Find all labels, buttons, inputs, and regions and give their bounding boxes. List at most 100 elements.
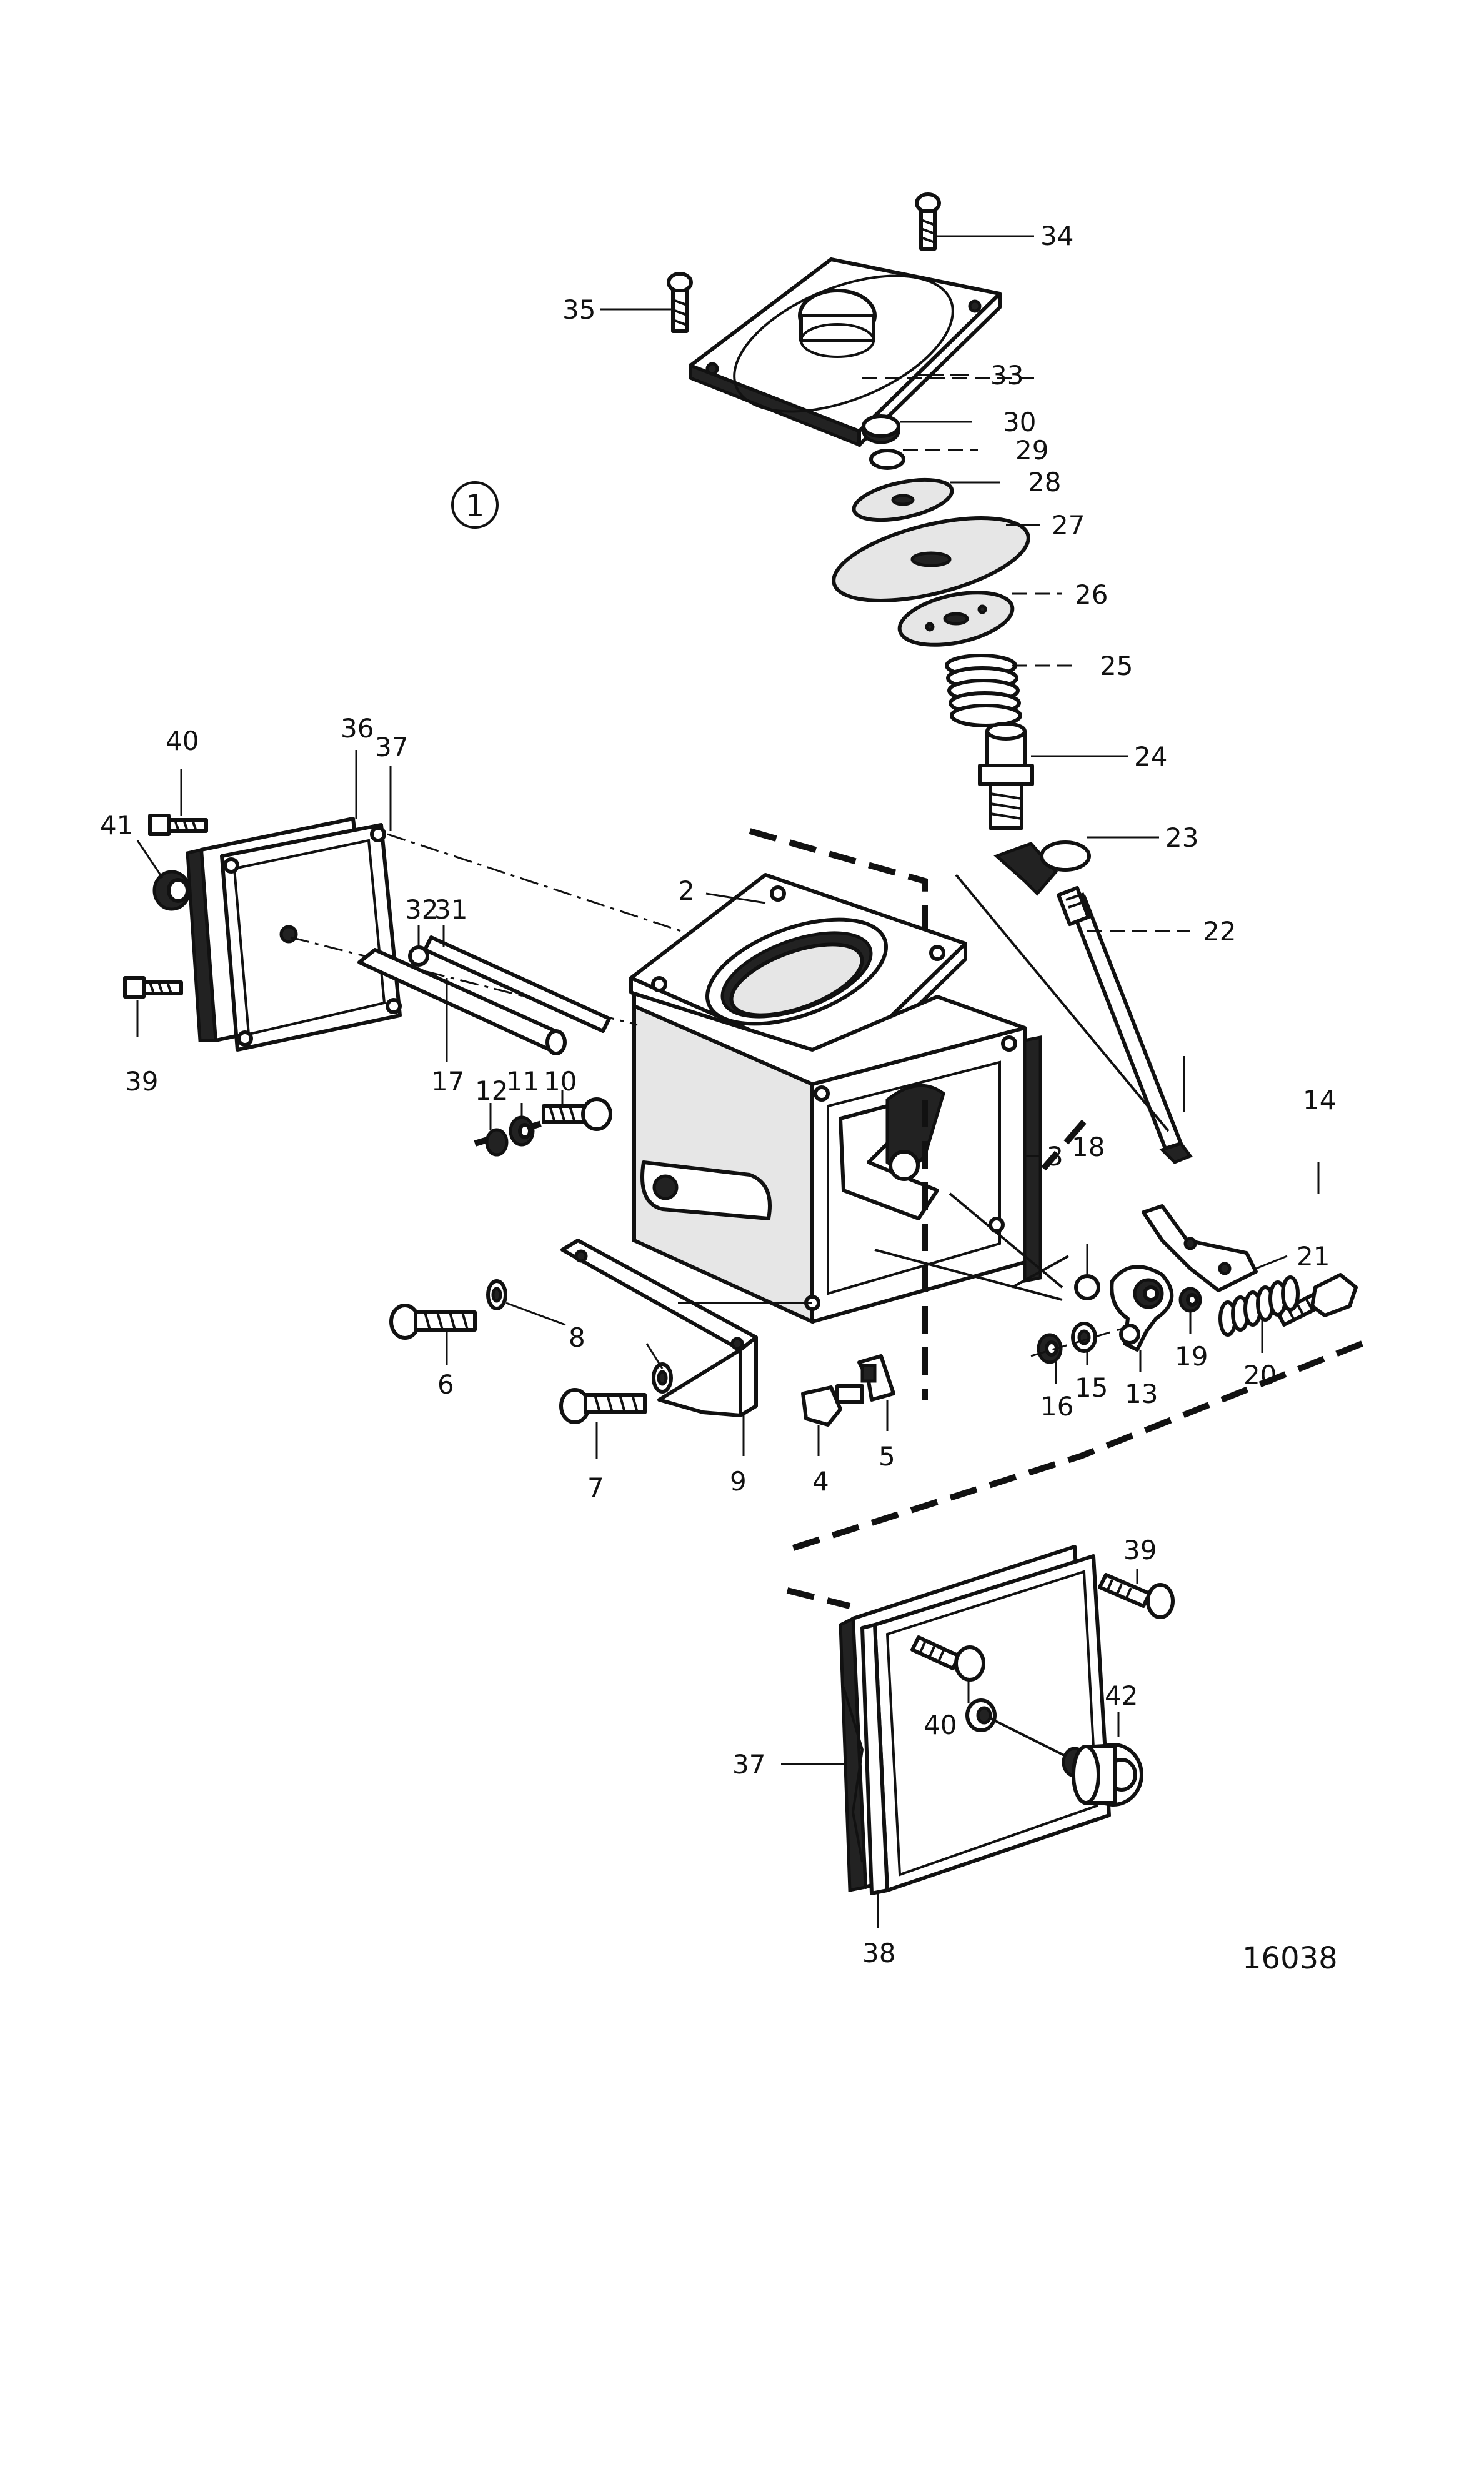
callout-28: 28: [1028, 467, 1061, 497]
callout-33: 33: [990, 360, 1023, 391]
callout-34: 34: [1040, 221, 1073, 251]
clip-23: [993, 840, 1091, 896]
fastener-group-10-12: [474, 1097, 612, 1157]
nut-12: [485, 1128, 509, 1157]
screw-35: [667, 272, 693, 333]
linkage-assembly: [786, 1192, 1363, 1553]
callout-16: 16: [1040, 1391, 1073, 1422]
lever-13: [1110, 1265, 1174, 1352]
washer-28: [852, 477, 954, 522]
washer-8a: [486, 1279, 507, 1310]
callout-37: 37: [375, 732, 408, 762]
lever-21: [1142, 1204, 1258, 1292]
callout-31: 31: [434, 894, 467, 925]
leader-lines: [136, 235, 1320, 1928]
spring-25: [945, 654, 1022, 727]
screw-6: [389, 1304, 477, 1340]
bolt-14: [1276, 1273, 1358, 1327]
callout-17: 17: [431, 1066, 464, 1097]
callout-2: 2: [678, 875, 695, 906]
screw-40-lower: [910, 1635, 985, 1682]
screw-39-lower: [1098, 1573, 1175, 1619]
callout-42: 42: [1105, 1680, 1138, 1711]
callout-4: 4: [812, 1466, 829, 1497]
lever-rod-22: [1057, 885, 1193, 1164]
callout-3: 3: [1047, 1141, 1063, 1172]
view-marker: 1: [451, 481, 499, 529]
callout-26: 26: [1075, 579, 1108, 610]
callout-29: 29: [1015, 435, 1048, 466]
washer-8b: [652, 1362, 673, 1394]
screw-40: [148, 814, 208, 836]
grommet-41: [152, 870, 191, 911]
callout-21: 21: [1297, 1241, 1330, 1272]
disc-27: [832, 516, 1030, 602]
screw-34: [915, 192, 941, 251]
nut-30: [862, 414, 900, 444]
washer-15: [1071, 1322, 1097, 1353]
callout-20: 20: [1243, 1360, 1277, 1390]
washer-11: [509, 1115, 535, 1147]
callout-7: 7: [587, 1472, 604, 1503]
shaft-17: [357, 948, 567, 1055]
callout-40: 40: [166, 726, 199, 756]
fastener-group-4-5: [801, 1100, 928, 1427]
callout-25: 25: [1100, 651, 1133, 681]
figure-reference-number: 16038: [1242, 1941, 1338, 1976]
bracket-group: [389, 1239, 812, 1424]
callout-40-lower: 40: [924, 1710, 957, 1740]
callout-10: 10: [544, 1066, 577, 1097]
screw-10: [542, 1097, 612, 1131]
knob-42: [965, 1698, 1143, 1807]
callout-39: 39: [125, 1066, 158, 1097]
callout-32: 32: [405, 894, 438, 925]
view-marker-number: 1: [466, 489, 485, 524]
washer-19: [1178, 1287, 1202, 1313]
plate-26: [897, 591, 1015, 647]
callout-30: 30: [1003, 407, 1036, 437]
housing-body: [632, 992, 1042, 1325]
clip-5: [857, 1354, 895, 1402]
callout-11: 11: [506, 1066, 539, 1097]
callout-27: 27: [1052, 510, 1085, 541]
lower-cover-assembly: [786, 1545, 1175, 1895]
callout-14: 14: [1303, 1085, 1336, 1115]
callout-12: 12: [475, 1075, 508, 1106]
callout-39-lower: 39: [1123, 1535, 1157, 1565]
callout-23: 23: [1165, 822, 1198, 853]
callout-22: 22: [1203, 916, 1236, 947]
callout-5: 5: [879, 1441, 895, 1472]
cover-plate-37: [220, 823, 402, 1052]
pin-31: [423, 935, 611, 1033]
housing-outline-dash: [1041, 1119, 1087, 1171]
callout-6: 6: [437, 1369, 454, 1400]
shaft-assembly: [290, 833, 682, 1055]
left-cover-assembly: [123, 814, 402, 1052]
lever-stack: [832, 414, 1193, 1164]
washer-29: [869, 449, 905, 470]
cover-plate-33: [689, 257, 1002, 447]
screw-7: [559, 1388, 647, 1424]
callout-8: 8: [569, 1322, 585, 1353]
spring-20: [1218, 1275, 1300, 1337]
housing-assembly: [629, 828, 1170, 1325]
callout-35: 35: [562, 294, 595, 325]
callout-labels: 34 35 33 30 29 28 27 26 25 24 23 22 2 3 …: [100, 221, 1336, 1968]
callout-37-lower: 37: [732, 1749, 765, 1780]
callout-36: 36: [341, 713, 374, 744]
callout-9: 9: [730, 1466, 747, 1497]
callout-15: 15: [1075, 1372, 1108, 1403]
clip-18: [1074, 1274, 1100, 1300]
callout-38: 38: [862, 1938, 895, 1968]
callout-19: 19: [1175, 1341, 1208, 1372]
callout-18: 18: [1072, 1132, 1105, 1162]
top-cover-assembly: [667, 192, 1002, 447]
screw-4: [801, 1384, 864, 1427]
callout-13: 13: [1125, 1379, 1158, 1409]
callout-24: 24: [1134, 741, 1167, 772]
clip-32: [408, 945, 429, 967]
bushing-24: [978, 722, 1034, 830]
screw-39: [123, 976, 183, 999]
callout-41: 41: [100, 810, 133, 840]
